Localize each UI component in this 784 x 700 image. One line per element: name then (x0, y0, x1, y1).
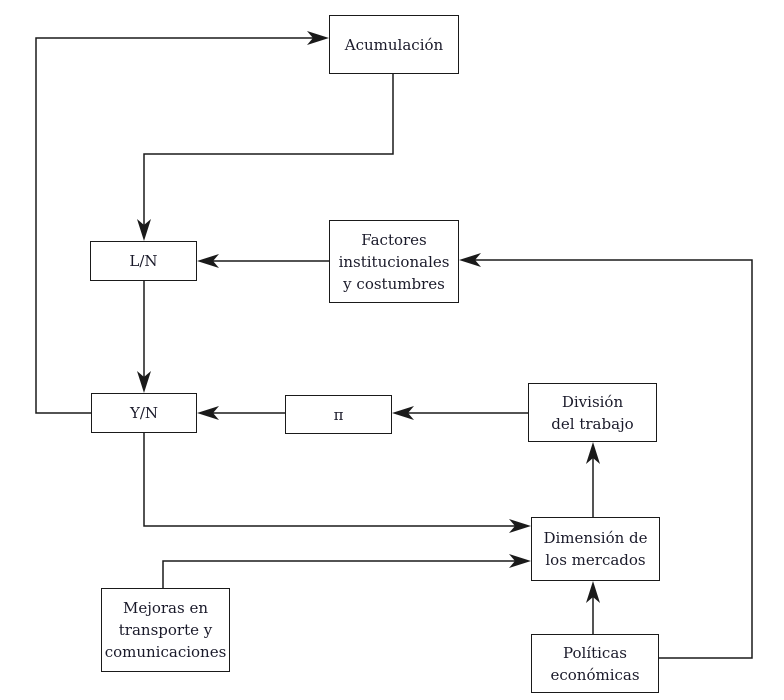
edge-pi-to-yn (197, 406, 285, 420)
node-label: L/N (129, 252, 158, 270)
edge-politicas-to-factores (459, 253, 753, 659)
node-label: Mejoras en transporte y comunicaciones (104, 599, 227, 661)
edge-ln-to-yn (137, 281, 151, 393)
arrowhead (586, 442, 600, 464)
node-label: Factores institucionales y costumbres (338, 230, 450, 293)
arrowhead (137, 219, 151, 241)
edge-acumulacion-to-ln (137, 74, 394, 241)
node-label: π (333, 405, 344, 424)
edge-politicas-to-dimension (586, 581, 600, 634)
node-factores-institucionales: Factores institucionales y costumbres (329, 220, 459, 303)
arrowhead (197, 254, 219, 268)
arrowhead (586, 581, 600, 603)
node-label: Acumulación (344, 35, 444, 54)
node-label: Dimensión de los mercados (543, 529, 648, 569)
arrowhead (459, 253, 481, 267)
node-output-per-capita: Y/N (91, 393, 197, 433)
edge-division-to-pi (392, 406, 528, 420)
node-label: Políticas económicas (550, 643, 640, 684)
arrowhead (307, 31, 329, 45)
node-mejoras-transporte: Mejoras en transporte y comunicaciones (101, 588, 230, 672)
node-label: División del trabajo (551, 392, 634, 433)
node-productivity-pi: π (285, 395, 392, 434)
node-label: Y/N (129, 404, 159, 422)
edge-dimension-to-division (586, 442, 600, 517)
arrowhead (392, 406, 414, 420)
edge-mejoras-to-dimension (162, 554, 531, 588)
edge-factores-to-ln (197, 254, 329, 268)
arrowhead (137, 371, 151, 393)
node-labor-per-capita: L/N (90, 241, 197, 281)
edge-yn-to-acumulacion (35, 31, 329, 414)
node-dimension-de-los-mercados: Dimensión de los mercados (531, 517, 660, 581)
node-politicas-economicas: Políticas económicas (531, 634, 659, 693)
arrowhead (509, 519, 531, 533)
arrowhead (509, 554, 531, 568)
node-division-del-trabajo: División del trabajo (528, 383, 657, 442)
arrowhead (197, 406, 219, 420)
edge-yn-to-dimension (143, 433, 531, 533)
node-acumulacion: Acumulación (329, 15, 459, 74)
